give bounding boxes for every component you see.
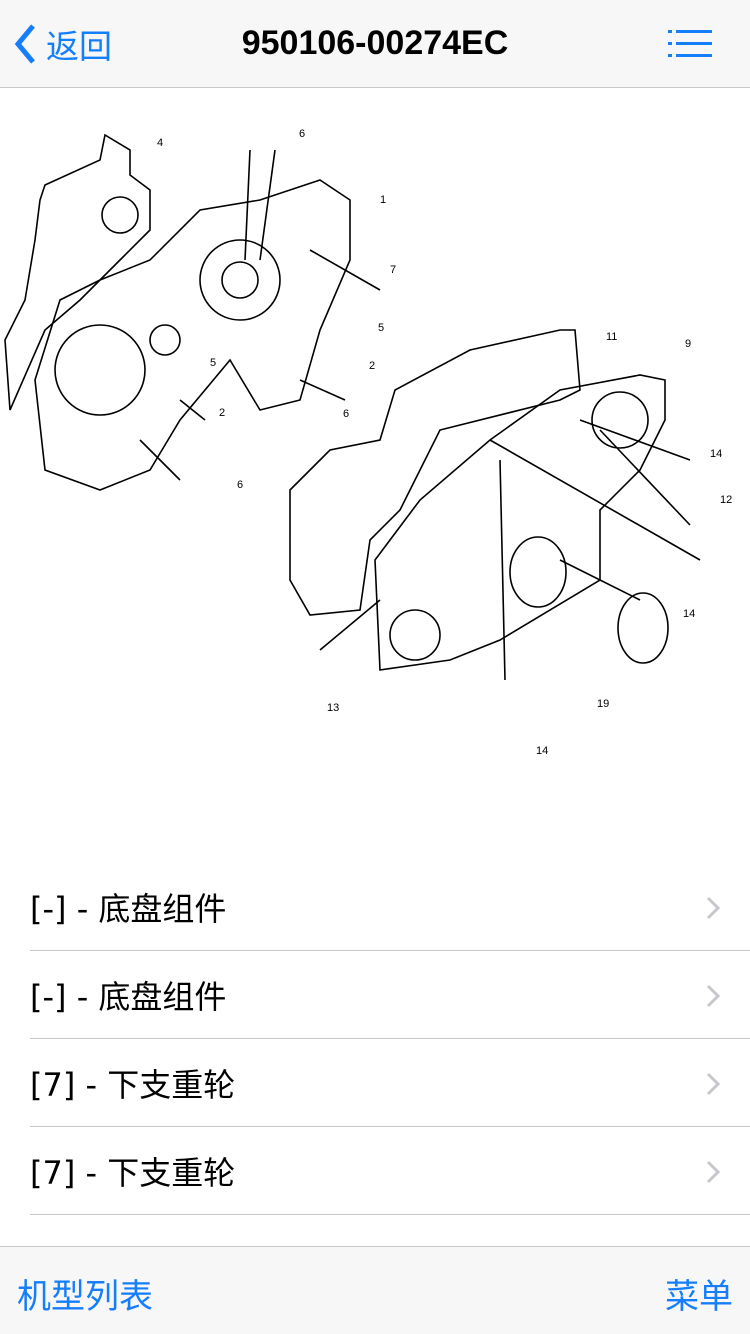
list-item-label: [7] - 下支重轮 (30, 1153, 236, 1192)
callout: 14 (683, 608, 695, 620)
chevron-right-icon (706, 1072, 720, 1096)
list-item[interactable]: [-] - 底盘组件 (30, 863, 750, 951)
list-menu-icon[interactable] (668, 30, 712, 58)
callout: 12 (720, 494, 732, 506)
callout: 14 (536, 745, 548, 757)
list-item[interactable]: [7] - 下支重轮 (30, 1127, 750, 1215)
list-item-label: [-] - 底盘组件 (30, 889, 227, 928)
parts-diagram[interactable]: 6 4 1 7 5 2 5 2 6 6 11 9 14 12 14 13 19 … (0, 89, 750, 859)
list-item-label: [-] - 底盘组件 (30, 977, 227, 1016)
chevron-left-icon (14, 24, 35, 64)
callout: 6 (343, 408, 349, 420)
model-list-button[interactable]: 机型列表 (17, 1277, 153, 1317)
bottom-toolbar: 机型列表 菜单 (0, 1246, 750, 1334)
callout: 2 (369, 360, 375, 372)
back-button[interactable]: 返回 (14, 22, 112, 66)
back-label: 返回 (46, 27, 112, 66)
menu-button[interactable]: 菜单 (665, 1277, 733, 1317)
callout: 5 (378, 322, 384, 334)
parts-list: [-] - 底盘组件 [-] - 底盘组件 [7] - 下支重轮 [7] - 下… (0, 863, 750, 1215)
callout: 6 (299, 128, 305, 140)
callout: 2 (219, 407, 225, 419)
list-item[interactable]: [-] - 底盘组件 (30, 951, 750, 1039)
callout: 5 (210, 357, 216, 369)
list-item-label: [7] - 下支重轮 (30, 1065, 236, 1104)
page-title: 950106-00274EC (241, 24, 509, 62)
callout: 7 (390, 264, 396, 276)
chevron-right-icon (706, 984, 720, 1008)
callout: 11 (606, 331, 617, 343)
callout: 9 (685, 338, 691, 350)
list-item[interactable]: [7] - 下支重轮 (30, 1039, 750, 1127)
chevron-right-icon (706, 896, 720, 920)
callout: 1 (380, 194, 386, 206)
navigation-bar: 返回 950106-00274EC (0, 0, 750, 88)
callout: 19 (597, 698, 609, 710)
chevron-right-icon (706, 1160, 720, 1184)
callout: 4 (157, 137, 163, 149)
callout: 6 (237, 479, 243, 491)
callout: 14 (710, 448, 722, 460)
callout: 13 (327, 702, 339, 714)
